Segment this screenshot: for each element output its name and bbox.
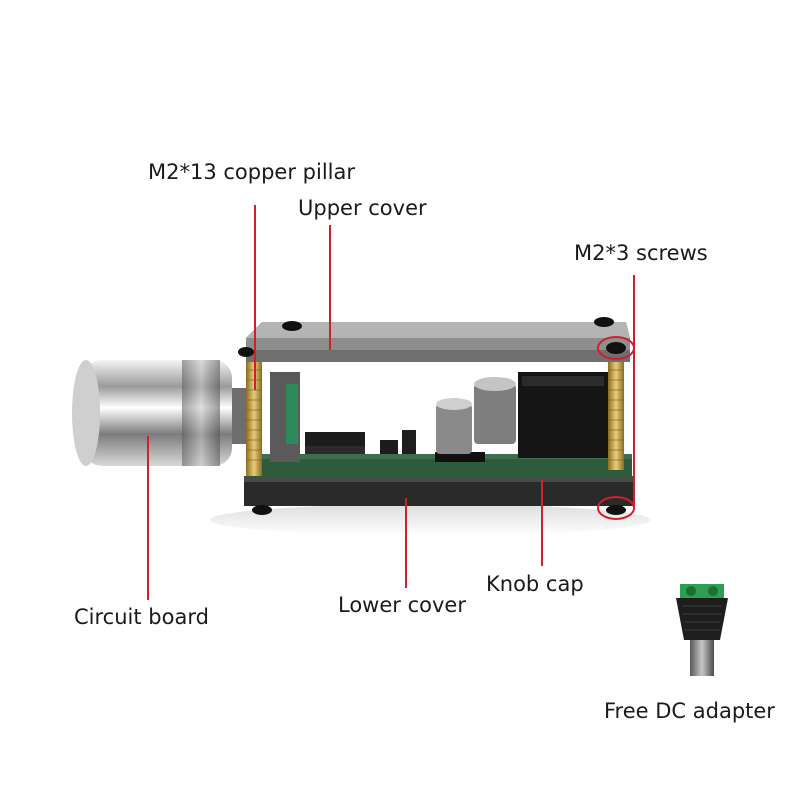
upper-cover [238,317,630,362]
copper-pillar [246,360,624,476]
label-copper-pillar: M2*13 copper pillar [148,160,355,184]
leader-lines [147,205,635,600]
label-screws: M2*3 screws [574,241,708,265]
knob-cap [72,360,246,466]
label-upper-cover: Upper cover [298,196,427,220]
label-circuit-board: Circuit board [74,605,209,629]
floor-shadow [210,504,650,536]
dc-adapter [676,584,728,676]
label-lower-cover: Lower cover [338,593,466,617]
label-dc-adapter: Free DC adapter [604,699,775,723]
circuit-board [248,372,632,478]
lower-cover [244,476,634,515]
label-knob-cap: Knob cap [486,572,584,596]
